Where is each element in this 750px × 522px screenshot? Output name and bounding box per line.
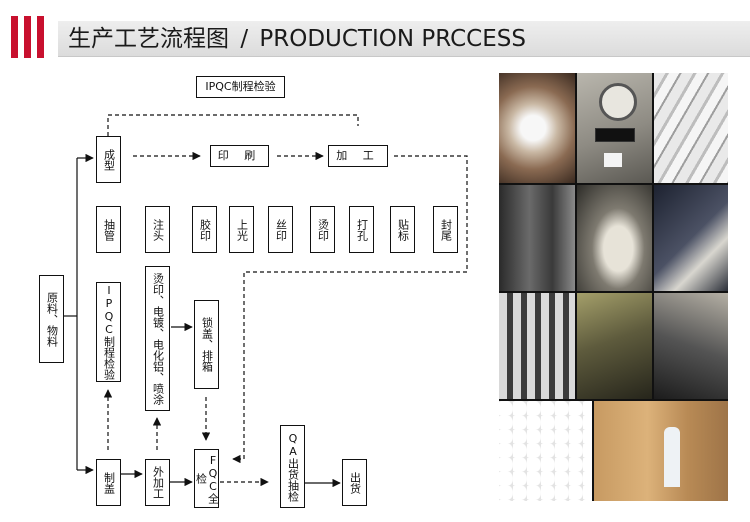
node-outsourcing: 外加工: [145, 459, 170, 506]
title-en: PRODUCTION PRCCESS: [259, 26, 526, 52]
display-icon: [595, 128, 635, 142]
node-lock-cap: 锁盖、排箱: [194, 300, 219, 389]
photo-boxes-worker: [594, 401, 728, 501]
node-row2-9: 封尾: [433, 206, 458, 253]
node-row2-1: 抽管: [96, 206, 121, 253]
flow-connectors: [64, 114, 468, 488]
gauge-icon: [599, 83, 637, 121]
node-cap-making: 制盖: [96, 459, 121, 506]
photo-pellets: [499, 73, 575, 183]
photo-white-tubes: [654, 73, 728, 183]
node-processing: 加 工: [328, 145, 388, 167]
connector-ipqc-top: [107, 114, 359, 136]
node-row2-2: 注头: [145, 206, 170, 253]
title-cn: 生产工艺流程图: [68, 26, 229, 52]
header: 生产工艺流程图 / PRODUCTION PRCCESS: [0, 14, 750, 62]
node-ipqc-left: IPQC制程检验: [96, 282, 121, 382]
node-row2-3: 胶印: [192, 206, 217, 253]
accent-stripe-3: [37, 16, 44, 58]
node-surface-treatment: 烫印、电镀、电化铝、喷涂: [145, 266, 170, 411]
photo-hands-product: [654, 185, 728, 291]
node-row2-4: 上光: [229, 206, 254, 253]
node-fqc: FQC全检: [194, 449, 220, 508]
worker-icon: [664, 427, 680, 487]
connector-processing-fqc: [232, 155, 468, 464]
node-row2-7: 打孔: [349, 206, 374, 253]
title-separator: /: [240, 26, 249, 52]
accent-stripe-2: [24, 16, 31, 58]
label-icon: [604, 153, 622, 167]
node-ipqc-top: IPQC制程检验: [196, 76, 285, 98]
node-row2-6: 烫印: [310, 206, 335, 253]
photo-line-1: [499, 293, 575, 399]
node-row2-8: 贴标: [390, 206, 415, 253]
node-qa: QA出货抽检: [280, 425, 305, 508]
node-printing: 印 刷: [210, 145, 269, 167]
page-title: 生产工艺流程图 / PRODUCTION PRCCESS: [68, 24, 526, 54]
photo-machine-1: [499, 185, 575, 291]
title-bar: 生产工艺流程图 / PRODUCTION PRCCESS: [58, 21, 750, 57]
node-shipping: 出货: [342, 459, 367, 506]
photo-machine-2: [577, 185, 652, 291]
node-row2-5: 丝印: [268, 206, 293, 253]
node-raw-material: 原料、物料: [39, 275, 64, 363]
photo-gauge-panel: [577, 73, 652, 183]
accent-stripe-1: [11, 16, 18, 58]
node-forming: 成型: [96, 136, 121, 183]
photo-collage: [499, 73, 728, 501]
photo-line-2: [577, 293, 652, 399]
photo-tube-inspection: [499, 401, 592, 501]
photo-line-3: [654, 293, 728, 399]
